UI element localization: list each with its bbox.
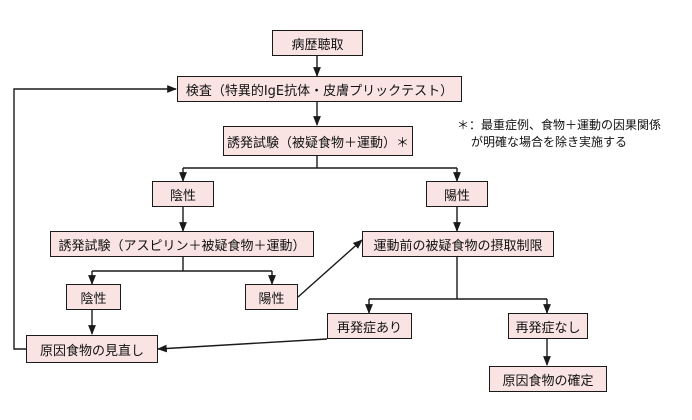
- node-history: 病歴聴取: [272, 30, 363, 56]
- arrow-positive2-to-restriction: [297, 239, 363, 298]
- footnote: ＊：最重症例、食物＋運動の因果関係 が明確な場合を除き実施する: [457, 117, 661, 151]
- node-recurrence: 再発症あり: [327, 313, 412, 339]
- node-provocation2: 誘発試験（アスピリン＋被疑食物＋運動）: [50, 231, 314, 257]
- node-no-recurrence: 再発症なし: [508, 313, 588, 339]
- node-provocation1: 誘発試験（被疑食物＋運動）＊: [223, 126, 413, 156]
- arrow-recurrence-to-review: [157, 338, 328, 353]
- footnote-line-1: ＊：最重症例、食物＋運動の因果関係: [457, 118, 662, 132]
- node-positive-1: 陽性: [426, 181, 488, 207]
- arrow-review-loop-to-exam: [13, 85, 177, 350]
- node-restriction: 運動前の被疑食物の摂取制限: [362, 231, 554, 257]
- node-review: 原因食物の見直し: [26, 335, 158, 363]
- node-negative-2: 陰性: [66, 284, 121, 310]
- node-negative-1: 陰性: [152, 181, 214, 207]
- node-confirm: 原因食物の確定: [489, 366, 607, 392]
- node-positive-2: 陽性: [245, 284, 298, 310]
- footnote-line-2: が明確な場合を除き実施する: [471, 135, 628, 149]
- node-exam: 検査（特異的IgE抗体・皮膚プリックテスト）: [177, 76, 462, 102]
